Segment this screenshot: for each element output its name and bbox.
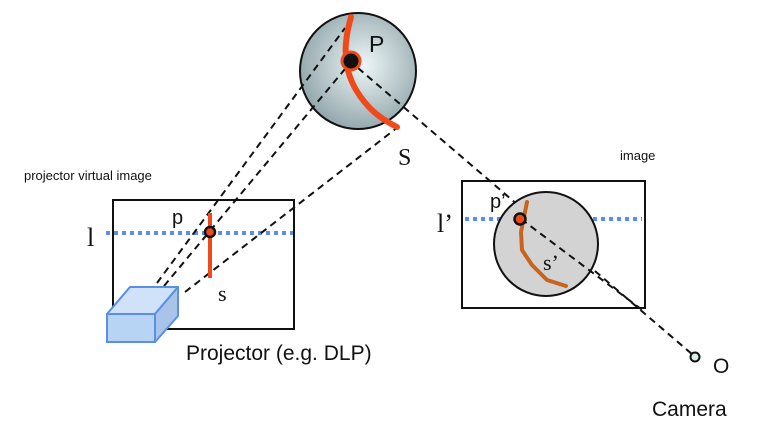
- ray-projector-bottom: [184, 126, 399, 293]
- point-P: [340, 50, 362, 72]
- ray-projector-top-2: [163, 62, 351, 287]
- label-camera-center-O: O: [713, 355, 729, 378]
- label-stripe-s-prime: s’: [543, 250, 559, 275]
- label-stripe-s: s: [218, 281, 227, 306]
- image-stripe-s-prime: [519, 200, 568, 288]
- label-point-P: P: [369, 31, 384, 57]
- projector-icon: [106, 286, 179, 343]
- label-line-l-prime: l’: [437, 209, 453, 238]
- label-camera: Camera: [652, 398, 727, 421]
- label-image: image: [620, 148, 655, 163]
- projector-image-frame: [112, 199, 295, 330]
- camera-center-icon: [689, 351, 701, 363]
- sphere-object: [299, 12, 417, 130]
- ray-projector-top-1: [156, 27, 346, 284]
- point-p: [203, 225, 217, 239]
- label-line-l: l: [87, 223, 94, 252]
- camera-image-frame: [461, 180, 646, 309]
- label-point-p: p: [172, 207, 183, 229]
- label-surface-S: S: [398, 145, 411, 171]
- stripe-on-sphere: [342, 14, 400, 130]
- label-projector-virtual-image: projector virtual image: [24, 168, 152, 183]
- label-projector: Projector (e.g. DLP): [186, 342, 372, 365]
- ray-through-image: [520, 218, 646, 313]
- point-p-prime: [513, 212, 527, 226]
- label-point-p-prime: p’: [490, 191, 506, 213]
